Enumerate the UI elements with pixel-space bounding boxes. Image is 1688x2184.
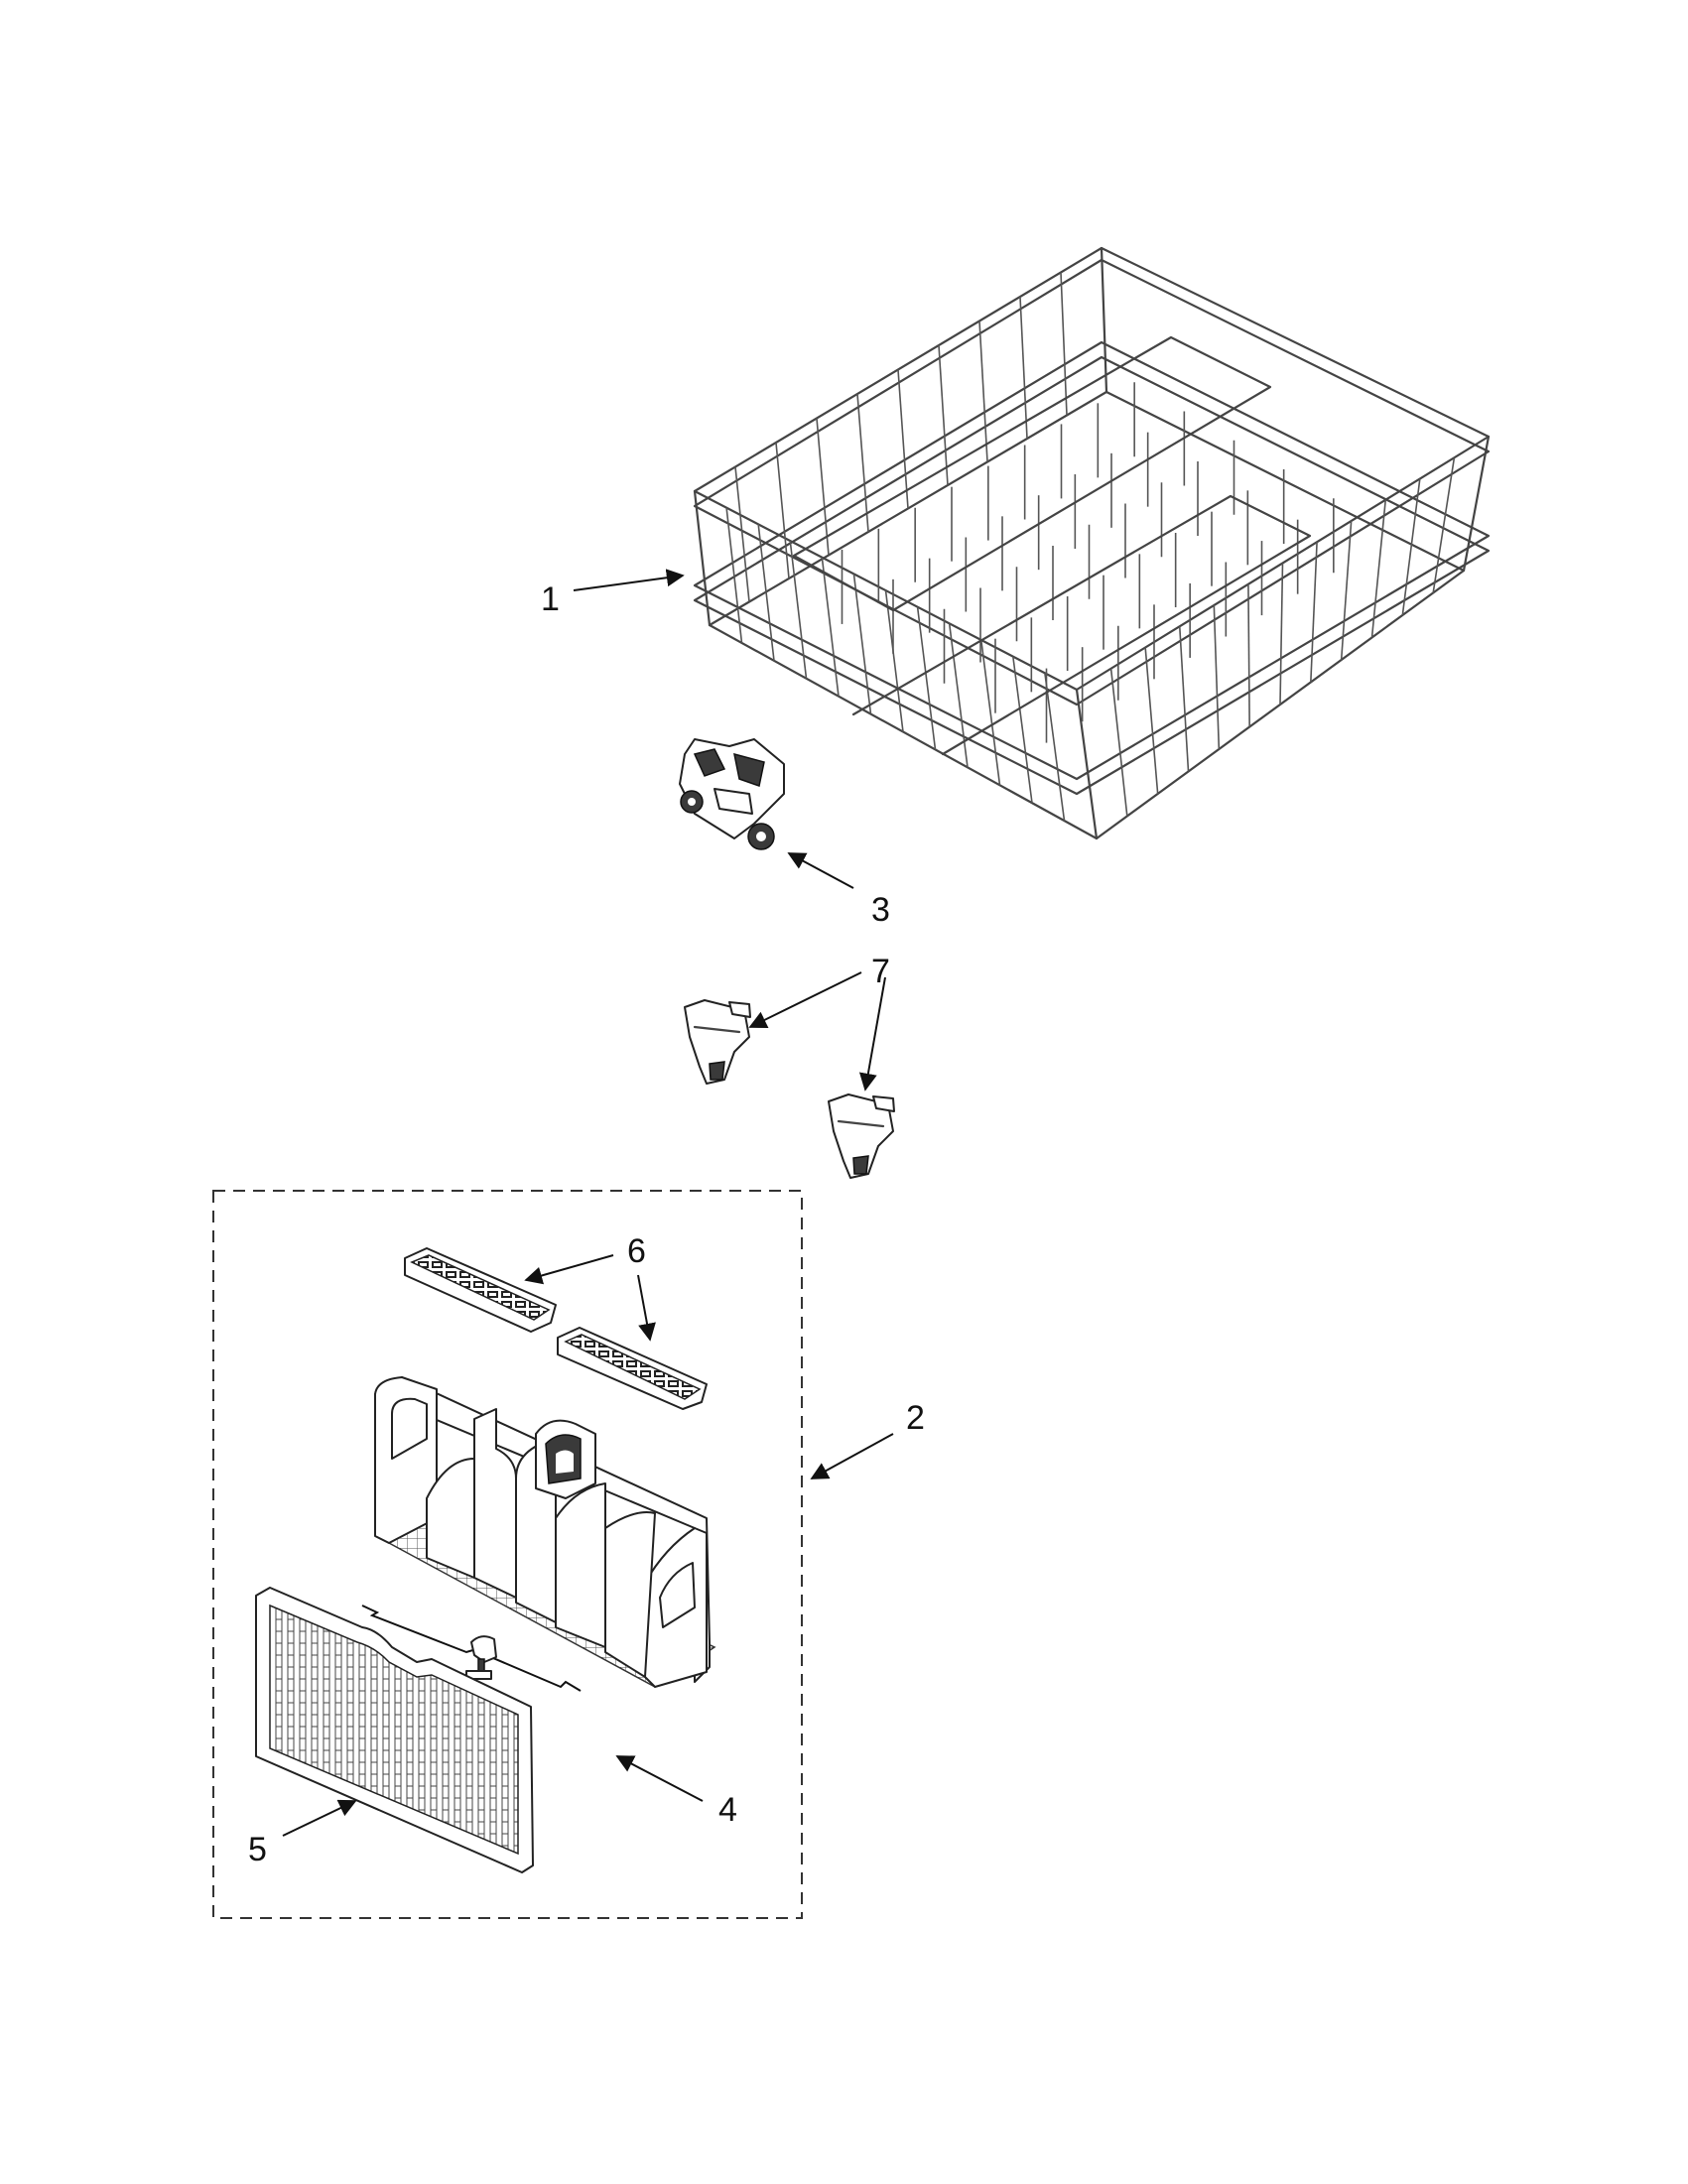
clip-part-7b — [828, 1093, 895, 1179]
leader-6a — [524, 1254, 614, 1285]
grid-cover-part-6a — [404, 1247, 557, 1333]
hinge-part-4 — [361, 1605, 582, 1692]
leader-7b — [858, 976, 886, 1092]
leader-4 — [615, 1755, 704, 1802]
leader-7a — [748, 971, 862, 1028]
leader-lines — [282, 569, 894, 1837]
leader-6b — [637, 1274, 656, 1342]
callout-5: 5 — [248, 1831, 267, 1868]
clip-part-7a — [684, 999, 751, 1085]
callout-3: 3 — [871, 891, 890, 929]
grid-cover-part-6b — [557, 1327, 708, 1410]
leader-1 — [573, 569, 685, 591]
leader-3 — [787, 852, 854, 889]
callout-1: 1 — [541, 580, 560, 618]
dishrack-part-1 — [693, 246, 1491, 840]
kit-boundary — [212, 1190, 803, 1919]
callout-7: 7 — [871, 953, 890, 990]
leader-5 — [282, 1799, 357, 1837]
callout-6: 6 — [627, 1232, 646, 1270]
leader-2 — [810, 1433, 894, 1479]
callout-2: 2 — [906, 1399, 925, 1437]
callout-4: 4 — [718, 1791, 737, 1829]
roller-assembly-part-3 — [679, 738, 785, 850]
silverware-basket-part-2 — [374, 1376, 716, 1688]
lid-part-5 — [255, 1587, 534, 1873]
